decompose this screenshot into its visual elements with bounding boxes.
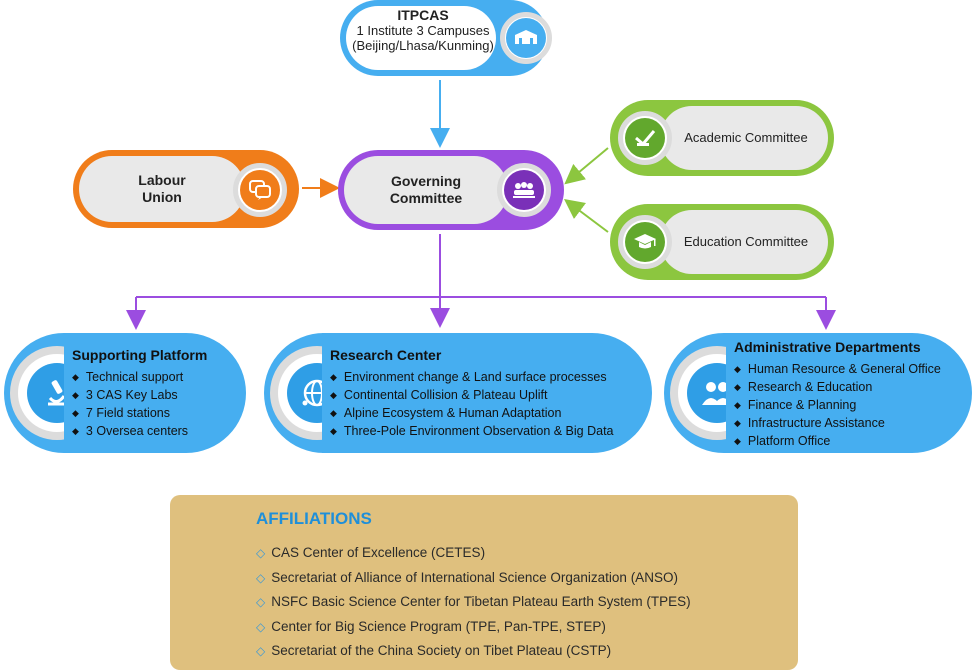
list-item: ◇Secretariat of the China Society on Tib… [256,643,612,658]
list-item: Human Resource & General Office [734,361,972,379]
admin-departments-card: Administrative Departments Human Resourc… [726,333,972,453]
research-center-card: Research Center Environment change & Lan… [322,333,652,453]
list-item: Platform Office [734,433,972,451]
research-center-list: Environment change & Land surface proces… [330,369,652,441]
diamond-icon: ◇ [256,595,266,609]
governing-line2: Committee [389,190,463,206]
diamond-icon: ◇ [256,644,266,658]
arrow-education-to-governing [564,199,609,233]
education-label: Education Committee [683,234,809,249]
list-item: Technical support [72,369,246,387]
diamond-icon: ◇ [256,546,266,560]
affiliations-title: AFFILIATIONS [256,509,372,528]
labour-union-node: Labour Union [73,150,299,228]
governing-committee-node: Governing Committee [338,150,564,230]
itpcas-line2: (Beijing/Lhasa/Kunming) [352,38,494,53]
list-item: ◇NSFC Basic Science Center for Tibetan P… [256,594,691,609]
building-icon [500,12,552,64]
academic-label: Academic Committee [684,130,808,145]
group-icon [497,163,551,217]
itpcas-line1: 1 Institute 3 Campuses [356,23,490,38]
list-item: Continental Collision & Plateau Uplift [330,387,652,405]
chat-bubbles-icon [233,163,287,217]
supporting-platform-title: Supporting Platform [72,347,208,363]
list-item: Three-Pole Environment Observation & Big… [330,423,652,441]
supporting-platform-card: Supporting Platform Technical support 3 … [64,333,246,453]
list-item: Research & Education [734,379,972,397]
labour-union-line1: Labour [138,172,186,188]
admin-departments-list: Human Resource & General Office Research… [734,361,972,451]
list-item: ◇Center for Big Science Program (TPE, Pa… [256,618,606,634]
list-item: Alpine Ecosystem & Human Adaptation [330,405,652,423]
list-item: Environment change & Land surface proces… [330,369,652,387]
admin-departments-title: Administrative Departments [734,339,921,355]
labour-union-line2: Union [142,189,182,205]
diamond-icon: ◇ [256,570,266,585]
list-item: 7 Field stations [72,405,246,423]
list-item: ◇Secretariat of Alliance of Internationa… [256,569,678,585]
list-item: 3 CAS Key Labs [72,387,246,405]
supporting-platform-list: Technical support 3 CAS Key Labs 7 Field… [72,369,246,441]
education-committee-node: Education Committee [610,204,834,280]
arrow-academic-to-governing [564,147,609,185]
affiliations-list: ◇CAS Center of Excellence (CETES) ◇Secre… [256,543,798,666]
research-center-title: Research Center [330,347,442,363]
academic-committee-node: Academic Committee [610,100,834,176]
governing-line1: Governing [390,173,461,189]
check-ticket-icon [618,111,672,165]
itpcas-node: ITPCAS 1 Institute 3 Campuses (Beijing/L… [340,0,552,76]
list-item: Infrastructure Assistance [734,415,972,433]
list-item: 3 Oversea centers [72,423,246,441]
diamond-icon: ◇ [256,619,266,634]
affiliations-panel: AFFILIATIONS ◇CAS Center of Excellence (… [170,495,798,670]
itpcas-title: ITPCAS [397,7,449,23]
list-item: Finance & Planning [734,397,972,415]
graduation-cap-icon [618,215,672,269]
list-item: ◇CAS Center of Excellence (CETES) [256,545,486,560]
